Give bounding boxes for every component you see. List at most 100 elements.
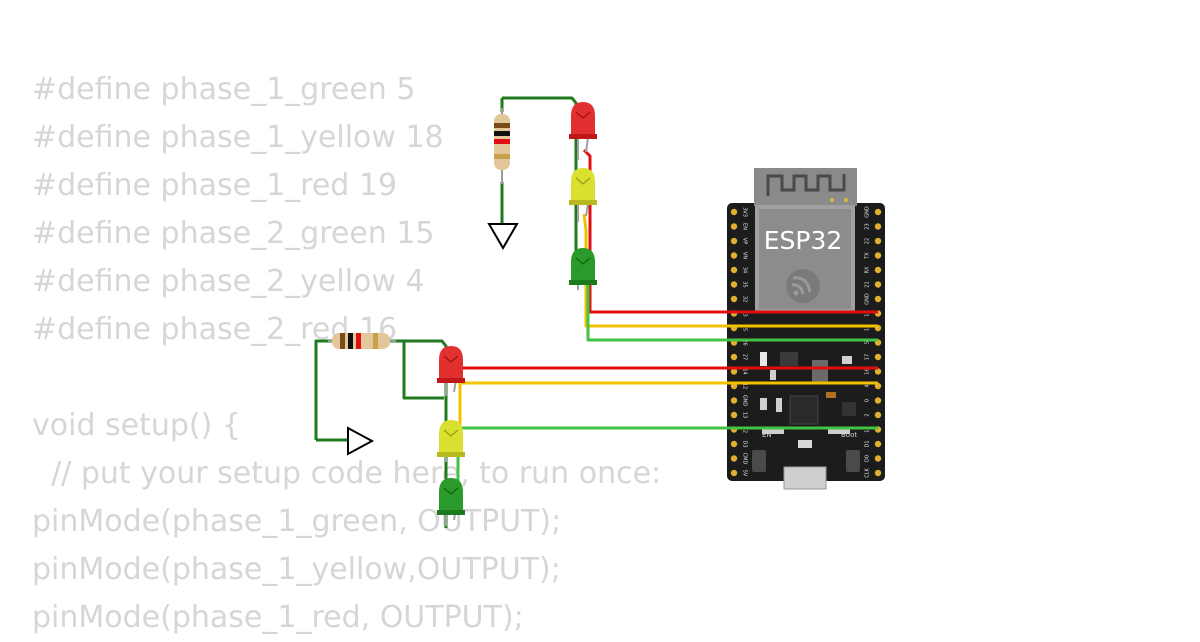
pin-label: 4 (865, 384, 871, 387)
pin-label: 18 (865, 325, 871, 331)
code-line: #define phase_1_red 19 (32, 168, 398, 203)
pin-pad[interactable] (874, 455, 882, 462)
boot-button-label: Boot (841, 431, 857, 439)
pin-pad[interactable] (874, 353, 882, 361)
wire-resistor2-ground[interactable] (314, 339, 333, 440)
pin-pad[interactable] (874, 397, 882, 404)
resistor-phase1[interactable] (494, 108, 510, 184)
ground-symbol-phase1-icon (487, 223, 519, 250)
pin-pad[interactable] (874, 469, 882, 477)
pin-label: 35 (742, 281, 748, 287)
pin-label: 17 (865, 354, 871, 360)
wire-phase1-red[interactable] (582, 148, 878, 314)
code-line: pinMode(phase_1_green, OUTPUT); (32, 504, 562, 539)
pin-label: EN (742, 223, 748, 230)
pin-pad[interactable] (730, 208, 738, 216)
pin-pad[interactable] (730, 237, 738, 245)
esp32-board[interactable]: ESP32 EN Boot 3V3ENVPVN34353233252627141… (727, 168, 885, 490)
pin-pad[interactable] (874, 237, 882, 245)
pin-label: 13 (742, 412, 748, 418)
pin-pad[interactable] (874, 411, 882, 419)
pin-pad[interactable] (730, 397, 738, 404)
code-line: #define phase_2_green 15 (32, 216, 435, 251)
wire-phase2-loop[interactable] (402, 342, 444, 400)
pin-label: 12 (742, 383, 748, 389)
led-phase1-red[interactable] (569, 102, 597, 160)
code-line: #define phase_1_green 5 (32, 72, 416, 107)
pin-pad[interactable] (874, 208, 882, 216)
board-label: ESP32 (764, 226, 843, 255)
wire-phase1-common[interactable] (502, 96, 578, 282)
code-line: pinMode(phase_1_yellow,OUTPUT); (32, 552, 561, 587)
pin-label: 5V (742, 470, 748, 477)
pin-pad[interactable] (730, 455, 738, 462)
pin-label: GND (742, 395, 748, 407)
pin-pad[interactable] (730, 440, 738, 448)
antenna-trace-icon (766, 174, 846, 196)
pin-label: TX (865, 252, 871, 260)
led-phase1-yellow[interactable] (569, 168, 597, 222)
pin-label: GND (865, 293, 871, 305)
pin-pad[interactable] (730, 368, 738, 375)
pin-pad[interactable] (874, 223, 882, 230)
pin-pad[interactable] (730, 469, 738, 477)
pin-label: GND (865, 206, 871, 218)
led-phase2-green[interactable] (437, 478, 465, 526)
pin-label: CLK (865, 468, 871, 478)
pin-label: CMD (742, 453, 748, 465)
en-button-label: EN (762, 431, 772, 439)
en-button[interactable] (752, 450, 766, 472)
pin-label: D1 (865, 440, 871, 447)
pin-label: VN (742, 252, 748, 259)
regulator-chip (780, 352, 798, 366)
pin-label: 27 (742, 354, 748, 360)
pin-pad[interactable] (730, 223, 738, 230)
pin-pad[interactable] (874, 440, 882, 448)
pin-pad[interactable] (730, 266, 738, 274)
pin-label: 25 (742, 325, 748, 331)
pin-label: 2 (865, 413, 871, 416)
pin-pad[interactable] (730, 281, 738, 288)
pin-pad[interactable] (730, 353, 738, 361)
code-editor[interactable]: #define phase_1_green 5 #define phase_1_y… (32, 66, 661, 642)
pin-label: D0 (865, 455, 871, 462)
code-line: // put your setup code here, to run once… (32, 456, 662, 491)
pin-label: 0 (865, 399, 871, 402)
led-phase2-red[interactable] (437, 346, 465, 396)
pin-pad[interactable] (874, 252, 882, 259)
pin-label: 16 (865, 368, 871, 374)
transistor-chip (842, 402, 856, 416)
pin-label: 5 (865, 341, 871, 344)
boot-button[interactable] (846, 450, 860, 472)
pin-pad[interactable] (730, 295, 738, 303)
code-line: #define phase_1_yellow 18 (32, 120, 444, 155)
pin-label: 23 (865, 223, 871, 229)
code-line: #define phase_2_yellow 4 (32, 264, 425, 299)
micro-usb-port (783, 466, 827, 490)
left-pin-header: 3V3ENVPVN343532332526271412GND13D2D3CMD5… (730, 207, 748, 477)
pin-label: RX (865, 266, 871, 273)
pin-label: 26 (742, 339, 748, 345)
pin-pad[interactable] (874, 281, 882, 288)
pin-label: 34 (742, 267, 748, 273)
pin-pad[interactable] (874, 295, 882, 303)
pin-label: 22 (865, 238, 871, 244)
pin-label: VP (742, 238, 748, 244)
resistor-phase2[interactable] (328, 333, 396, 349)
ground-symbol-phase2-icon (347, 426, 375, 456)
pin-pad[interactable] (730, 252, 738, 259)
led-phase1-green[interactable] (569, 248, 597, 290)
pin-label: 14 (742, 368, 748, 374)
pin-label: D3 (742, 440, 748, 447)
pin-label: 21 (865, 281, 871, 287)
pin-pad[interactable] (874, 266, 882, 274)
pin-pad[interactable] (730, 411, 738, 419)
pin-label: 32 (742, 296, 748, 302)
wire-phase2-common[interactable] (388, 339, 448, 528)
code-line: pinMode(phase_1_red, OUTPUT); (32, 600, 524, 635)
led-phase2-yellow[interactable] (437, 420, 465, 462)
pin-pad[interactable] (874, 368, 882, 375)
espressif-logo-icon (786, 269, 820, 303)
